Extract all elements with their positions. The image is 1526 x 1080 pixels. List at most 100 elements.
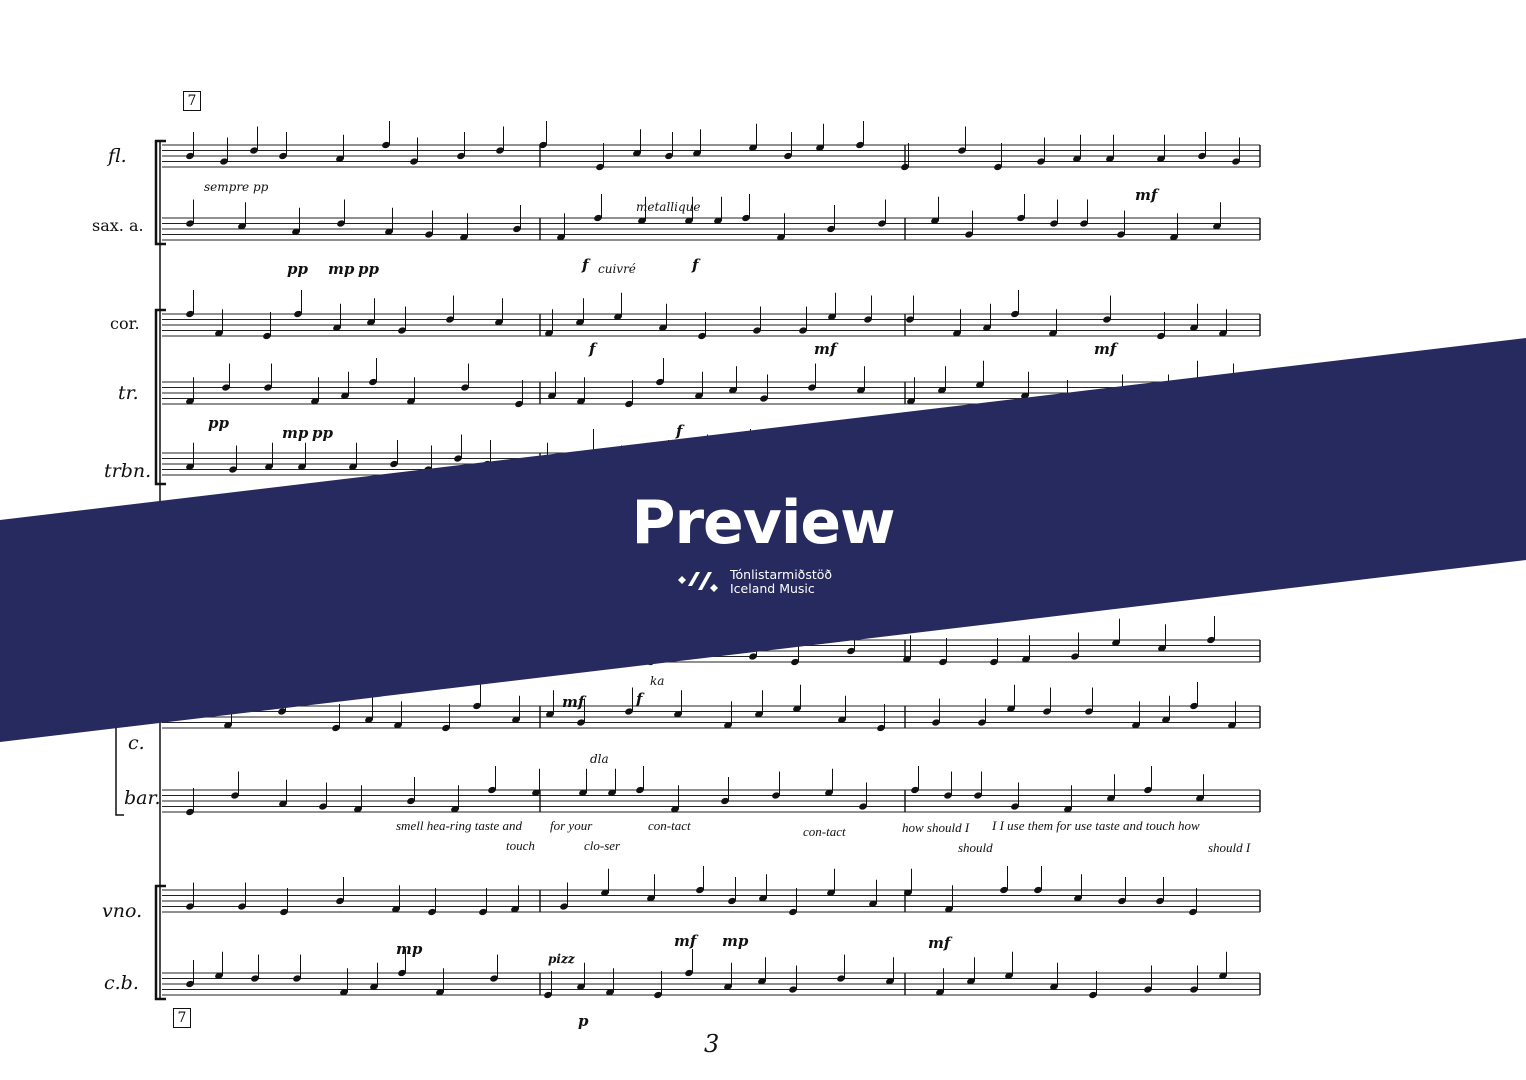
instrument-label-alto-sax: sax. a. [92, 216, 144, 235]
note-head [336, 155, 344, 162]
page-number: 3 [704, 1030, 720, 1058]
note-head [990, 658, 998, 666]
note-head [460, 234, 468, 241]
note-head [1156, 897, 1164, 905]
note-head [546, 711, 554, 718]
marking: pp [312, 424, 333, 442]
note-head [724, 983, 732, 990]
note-head [264, 384, 272, 391]
note-head [1158, 645, 1166, 652]
note-head [367, 319, 375, 326]
note-head [696, 886, 704, 894]
note-head [856, 141, 864, 149]
note-head [1189, 908, 1197, 916]
note-head [784, 152, 792, 160]
marking: mf [674, 932, 697, 950]
instrument-label-violin: vno. [102, 900, 143, 922]
note-head [753, 327, 761, 334]
note-head [186, 152, 194, 160]
note-head [349, 463, 357, 470]
note-head [1034, 886, 1042, 894]
marking: pp [358, 260, 379, 278]
note-head [1232, 158, 1240, 165]
note-head [311, 398, 319, 405]
note-head [229, 466, 237, 473]
marking: dla [590, 752, 609, 766]
note-head [906, 316, 914, 323]
marking: pizz [548, 952, 575, 966]
note-head [789, 908, 797, 916]
note-head [1107, 795, 1115, 802]
note-head [953, 330, 961, 337]
marking: mp [396, 940, 423, 958]
note-head [579, 789, 587, 796]
note-head [1117, 231, 1125, 238]
note-head [398, 969, 406, 977]
note-head [250, 147, 258, 154]
note-head [365, 716, 373, 723]
note-head [278, 708, 286, 715]
note-head [1196, 795, 1204, 802]
note-head [1190, 986, 1198, 993]
note-head [976, 381, 984, 388]
note-head [369, 378, 377, 386]
note-head [901, 163, 909, 171]
note-head [1037, 158, 1045, 165]
instrument-label-c: c. [128, 732, 145, 754]
note-head [1190, 324, 1198, 331]
note-head [279, 800, 287, 807]
note-head [825, 789, 833, 796]
note-head [886, 978, 894, 985]
note-head [721, 797, 729, 805]
note-head [293, 975, 301, 982]
note-head [793, 705, 801, 712]
note-head [965, 231, 973, 238]
instrument-label-trombone: trbn. [104, 460, 152, 482]
note-head [457, 152, 465, 160]
note-head [341, 392, 349, 399]
lyric: clo-ser [584, 838, 621, 853]
note-head [659, 324, 667, 331]
note-head [224, 722, 232, 729]
note-head [1050, 220, 1058, 227]
note-head [869, 900, 877, 907]
note-head [576, 319, 584, 326]
note-head [1219, 972, 1227, 979]
note-head [671, 806, 679, 813]
note-head [758, 978, 766, 985]
note-head [1157, 332, 1165, 340]
note-head [789, 986, 797, 993]
note-head [594, 214, 602, 222]
instrument-label-trumpet: tr. [118, 382, 139, 404]
note-head [656, 378, 664, 386]
note-head [904, 889, 912, 896]
marking: f [692, 256, 699, 274]
note-head [791, 658, 799, 666]
marking: mp [722, 932, 749, 950]
note-head [337, 220, 345, 227]
lyric: con-tact [648, 818, 691, 833]
note-head [903, 656, 911, 663]
note-head [428, 908, 436, 916]
note-head [495, 319, 503, 326]
note-head [827, 889, 835, 896]
note-head [983, 324, 991, 331]
note-head [425, 231, 433, 238]
note-head [451, 806, 459, 813]
note-head [931, 217, 939, 224]
note-head [859, 803, 867, 810]
note-head [446, 316, 454, 323]
note-head [1162, 716, 1170, 723]
note-head [614, 313, 622, 320]
note-head [674, 711, 682, 718]
note-head [186, 808, 194, 816]
note-head [215, 330, 223, 337]
note-head [511, 906, 519, 913]
note-head [354, 806, 362, 813]
note-head [186, 903, 194, 910]
note-head [1050, 983, 1058, 990]
note-head [557, 234, 565, 241]
note-head [1074, 895, 1082, 902]
note-head [382, 141, 390, 149]
note-head [601, 889, 609, 896]
